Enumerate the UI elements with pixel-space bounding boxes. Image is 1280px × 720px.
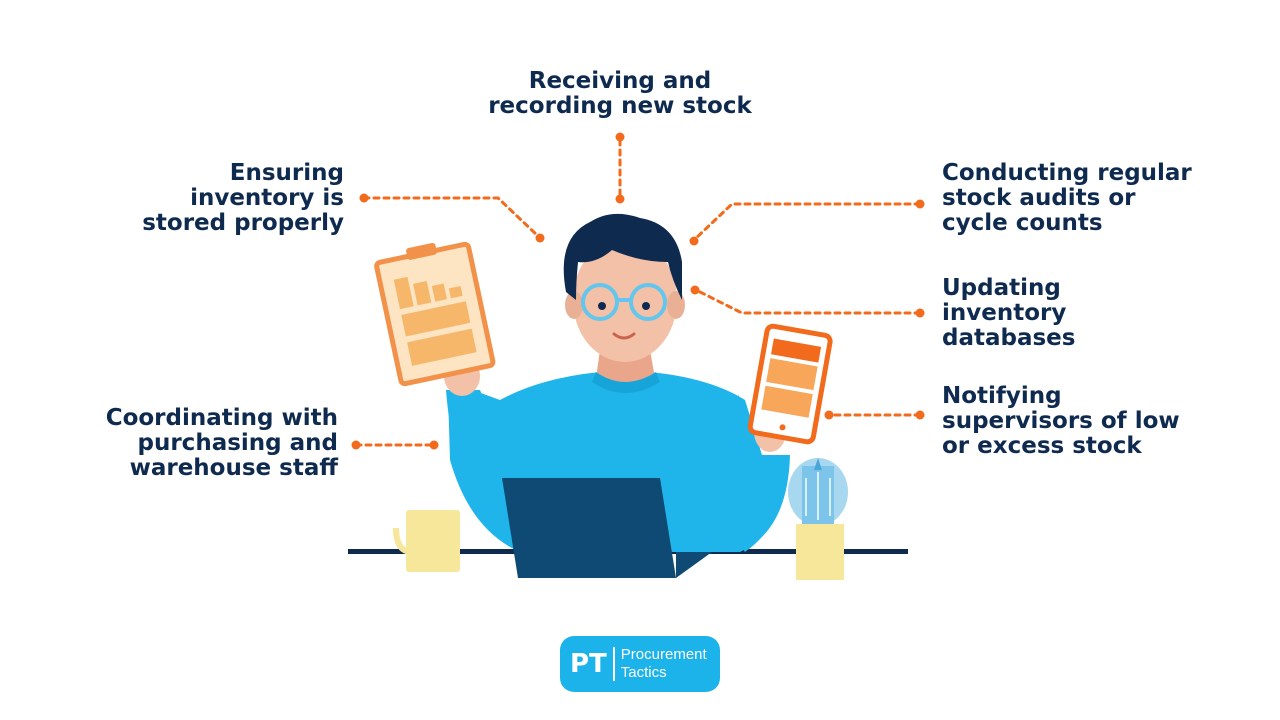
dot	[351, 440, 361, 450]
connector-right-1	[692, 202, 922, 242]
label-receiving-stock: Receiving and recording new stock	[480, 69, 760, 119]
dot	[429, 440, 439, 450]
connectors	[354, 138, 922, 447]
label-line: warehouse staff	[129, 455, 338, 481]
dot	[535, 233, 545, 243]
label-line: databases	[942, 325, 1076, 351]
label-line: or excess stock	[942, 433, 1142, 459]
label-line: cycle counts	[942, 210, 1103, 236]
procurement-tactics-logo: PT Procurement Tactics	[560, 636, 720, 692]
label-line: recording new stock	[488, 93, 752, 119]
dot	[690, 285, 700, 295]
connector-left-upper	[362, 196, 540, 238]
connector-right-2	[694, 288, 922, 315]
label-line: supervisors of low	[942, 408, 1180, 434]
label-line: inventory	[942, 300, 1067, 326]
ear-right	[667, 291, 685, 319]
connector-dots	[351, 132, 925, 450]
label-notifying-supervisors: Notifying supervisors of low or excess s…	[942, 384, 1202, 459]
label-stock-audits: Conducting regular stock audits or cycle…	[942, 161, 1202, 236]
collar	[592, 372, 660, 393]
label-line: Updating	[942, 275, 1061, 301]
label-line: Coordinating with	[105, 405, 338, 431]
label-updating-databases: Updating inventory databases	[942, 276, 1202, 351]
label-line: Ensuring	[229, 160, 344, 186]
dot	[689, 236, 699, 246]
laptop	[502, 478, 712, 578]
logo-line: Tactics	[620, 664, 667, 681]
eye-right	[642, 302, 650, 310]
label-line: stock audits or	[942, 185, 1136, 211]
label-line: Receiving and	[528, 68, 712, 94]
ear-left	[565, 291, 583, 319]
label-storing-inventory: Ensuring inventory is stored properly	[120, 161, 344, 236]
left-arm	[446, 390, 512, 520]
logo-divider	[612, 647, 615, 681]
dot	[615, 132, 625, 142]
dot	[915, 410, 925, 420]
glasses	[581, 283, 667, 321]
label-line: Conducting regular	[942, 160, 1192, 186]
label-line: stored properly	[142, 210, 344, 236]
tablet	[747, 323, 833, 445]
eye-left	[598, 302, 606, 310]
dot	[824, 410, 834, 420]
dot	[615, 194, 625, 204]
label-line: purchasing and	[137, 430, 339, 456]
mouth	[612, 332, 636, 340]
hair	[563, 213, 682, 300]
dot	[915, 199, 925, 209]
dot	[359, 193, 369, 203]
logo-wordmark: Procurement Tactics	[621, 646, 707, 682]
label-line: inventory is	[190, 185, 344, 211]
label-coordinating-staff: Coordinating with purchasing and warehou…	[90, 406, 338, 481]
logo-mark: PT	[570, 649, 607, 679]
right-arm	[720, 395, 789, 552]
cactus-plant	[788, 458, 848, 580]
clipboard	[374, 241, 496, 387]
logo-line: Procurement	[620, 646, 707, 663]
mug	[393, 510, 460, 572]
dot	[915, 308, 925, 318]
label-line: Notifying	[942, 383, 1062, 409]
